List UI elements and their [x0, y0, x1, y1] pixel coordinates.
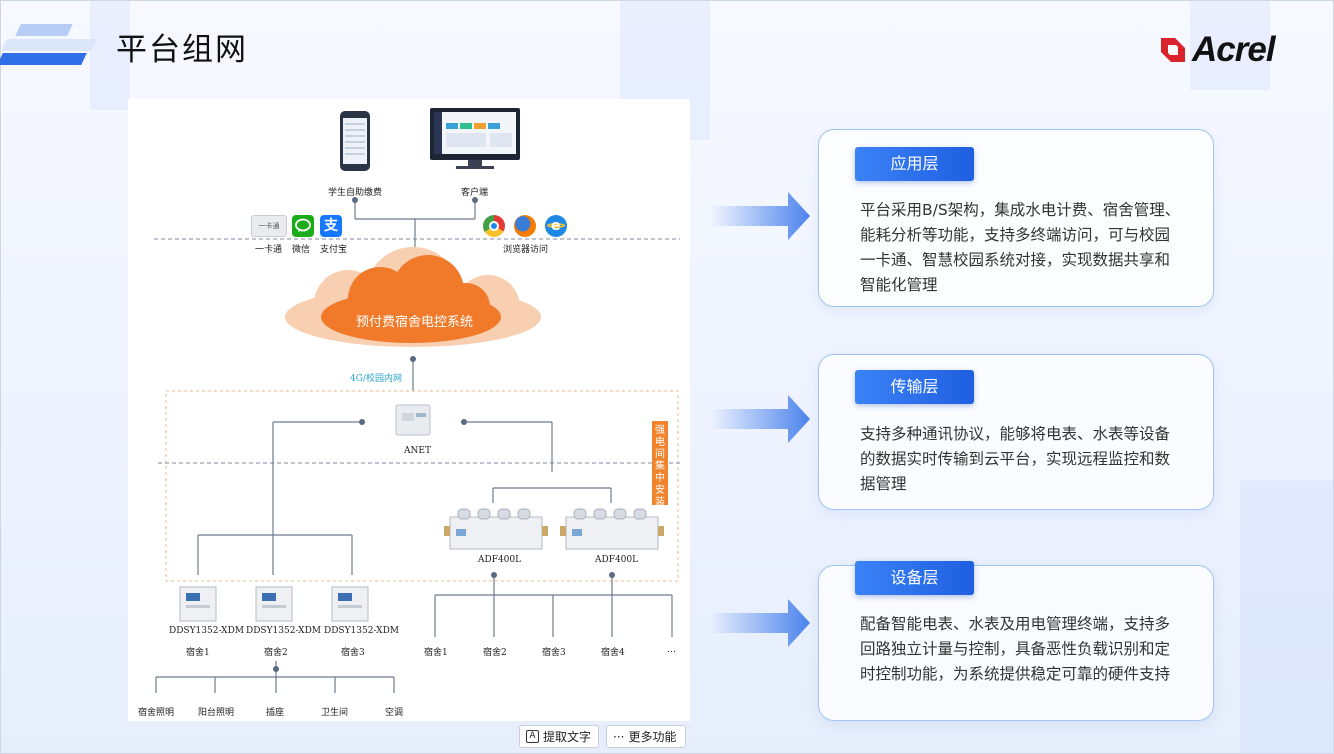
ddsy-meter-icon: [331, 586, 369, 622]
background-decoration: [90, 0, 130, 110]
meter-label: DDSY1352-XDM: [169, 626, 245, 636]
firefox-icon: [514, 215, 536, 237]
meter-label: DDSY1352-XDM: [246, 626, 322, 636]
campus-card-icon: 一卡通: [251, 215, 287, 237]
transport-layer-card: 传输层 支持多种通讯协议，能够将电表、水表等设备的数据实时传输到云平台，实现远程…: [818, 354, 1214, 510]
adf-room-label: …: [667, 645, 676, 655]
campus-card-label: 一卡通: [255, 245, 283, 255]
more-functions-button[interactable]: ··· 更多功能: [606, 725, 686, 748]
page-title: 平台组网: [116, 32, 248, 68]
background-decoration: [1240, 480, 1334, 754]
logo-text: Acrel: [1192, 30, 1276, 69]
card-body: 平台采用B/S架构，集成水电计费、宿舍管理、能耗分析等功能，支持多终端访问，可与…: [860, 201, 1181, 294]
network-diagram: 一卡通 支 e 学生自助缴费 客户端 一卡通 微信 支付宝 浏览器访问 预付费宿…: [128, 99, 690, 721]
meter-room-label: 宿舍3: [341, 648, 365, 658]
load-label: 卫生间: [321, 708, 349, 718]
desktop-monitor-icon: [430, 108, 520, 169]
adf-label: ADF400L: [595, 555, 639, 565]
diagram-lines: [154, 108, 680, 693]
ddsy-meter-icon: [255, 586, 293, 622]
cloud-shape: [285, 247, 541, 347]
mobile-label: 学生自助缴费: [328, 188, 383, 198]
mobile-phone-icon: [340, 111, 370, 171]
load-label: 空调: [385, 708, 404, 718]
meter-label: DDSY1352-XDM: [324, 626, 400, 636]
application-layer-card: 应用层 平台采用B/S架构，集成水电计费、宿舍管理、能耗分析等功能，支持多终端访…: [818, 129, 1214, 307]
zone-tag: 强电间集中安装: [652, 421, 668, 508]
device-layer-card: 设备层 配备智能电表、水表及用电管理终端，支持多回路独立计量与控制，具备恶性负载…: [818, 561, 1214, 721]
meter-room-label: 宿舍1: [186, 648, 210, 658]
ie-icon: e: [545, 215, 567, 237]
load-label: 插座: [266, 708, 285, 718]
background-decoration: [1190, 0, 1270, 90]
title-decoration: [0, 22, 97, 68]
acrel-logo-mark-icon: [1158, 35, 1188, 65]
chrome-icon: [483, 215, 505, 237]
adf-room-label: 宿舍2: [483, 648, 507, 658]
alipay-icon: 支: [320, 215, 342, 237]
cloud-label: 预付费宿舍电控系统: [356, 315, 474, 330]
desktop-label: 客户端: [461, 188, 489, 198]
load-label: 阳台照明: [198, 708, 235, 718]
anet-gateway-icon: [395, 404, 431, 436]
meter-room-label: 宿舍2: [264, 648, 288, 658]
network-label: 4G/校园内网: [350, 374, 402, 384]
arrow-right-icon: [710, 599, 810, 647]
text-scan-icon: A: [526, 730, 539, 743]
card-body: 支持多种通讯协议，能够将电表、水表等设备的数据实时传输到云平台，实现远程监控和数…: [860, 425, 1171, 493]
wechat-icon: [292, 215, 314, 237]
adf-room-label: 宿舍3: [542, 648, 566, 658]
load-label: 宿舍照明: [138, 708, 175, 718]
extract-text-button[interactable]: A 提取文字: [519, 725, 599, 748]
adf-room-label: 宿舍4: [601, 648, 625, 658]
arrow-right-icon: [710, 192, 810, 240]
ddsy-meter-icon: [179, 586, 217, 622]
acrel-logo: Acrel: [1158, 30, 1276, 70]
gateway-label: ANET: [404, 446, 431, 456]
card-tag: 传输层: [855, 370, 974, 404]
card-tag: 设备层: [855, 561, 974, 595]
alipay-label: 支付宝: [320, 245, 348, 255]
adf400l-device-icon: [444, 508, 548, 550]
more-dots-icon: ···: [613, 729, 625, 744]
extract-text-label: 提取文字: [543, 730, 592, 744]
wechat-label: 微信: [292, 245, 311, 255]
arrow-right-icon: [710, 395, 810, 443]
card-body: 配备智能电表、水表及用电管理终端，支持多回路独立计量与控制，具备恶性负载识别和定…: [860, 615, 1171, 683]
card-tag: 应用层: [855, 147, 974, 181]
adf400l-device-icon: [560, 508, 664, 550]
more-functions-label: 更多功能: [628, 730, 677, 744]
adf-room-label: 宿舍1: [424, 648, 448, 658]
adf-label: ADF400L: [478, 555, 522, 565]
browser-label: 浏览器访问: [503, 245, 549, 255]
